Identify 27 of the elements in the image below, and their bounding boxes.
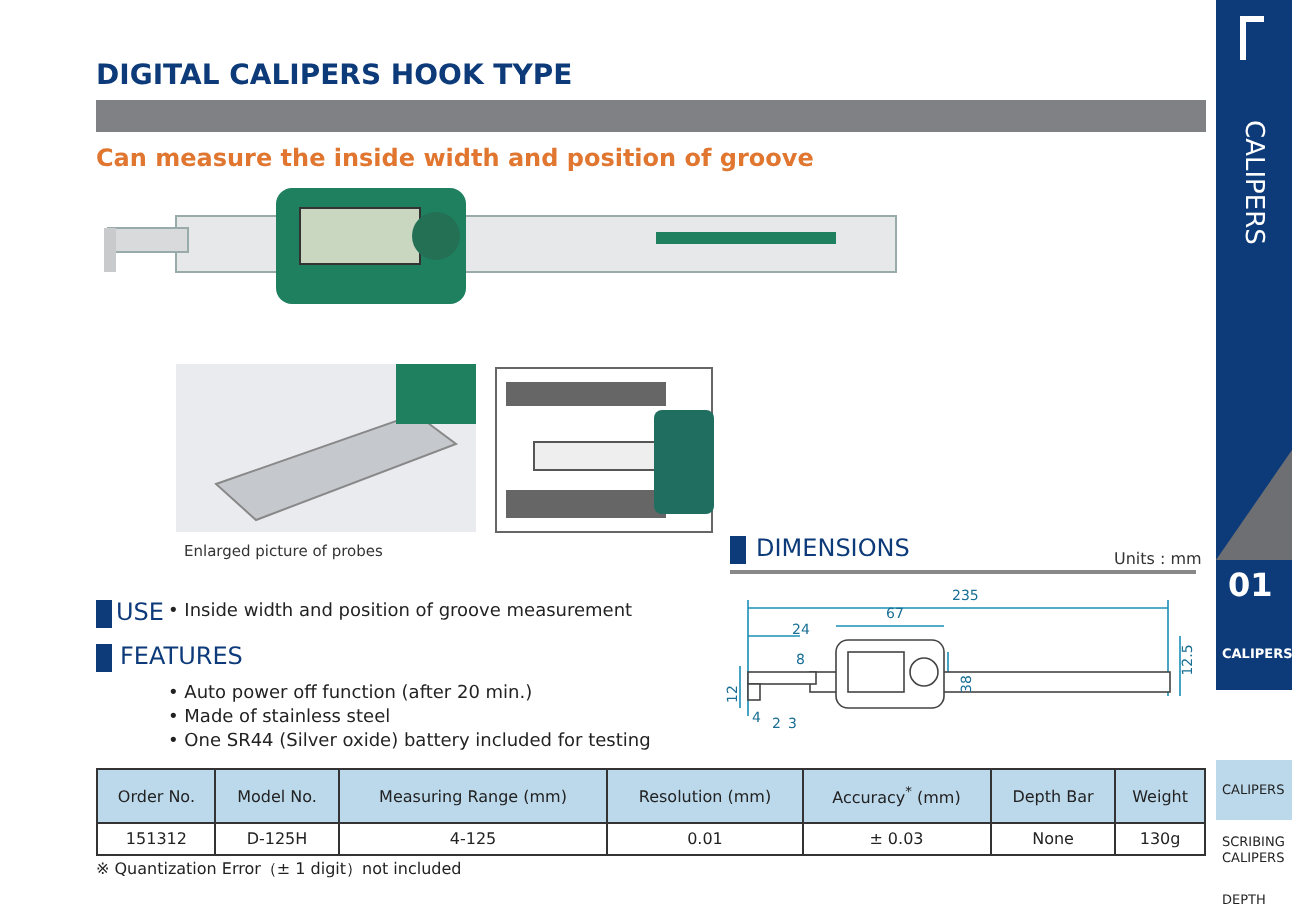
- footnote: ※ Quantization Error（± 1 digit）not included: [96, 858, 462, 880]
- subtitle: Can measure the inside width and position of groove: [96, 144, 814, 172]
- tab-title: CALIPERS: [1238, 120, 1268, 245]
- chapter-number: 01: [1228, 566, 1273, 604]
- table-cell: 4-125: [338, 823, 608, 855]
- table-cell: 151312: [97, 823, 216, 855]
- table-header-cell: Weight: [1115, 769, 1205, 823]
- table-header-cell: Accuracy$^{*}$ (mm): [802, 769, 991, 823]
- bullet-text: • Auto power off function (after 20 min.): [168, 684, 533, 704]
- table-header-cell: Measuring Range (mm): [338, 769, 608, 823]
- bullet-text: • Inside width and position of groove measurement: [168, 602, 633, 622]
- bullet-text: • One SR44 (Silver oxide) battery included for testing: [168, 732, 651, 752]
- table-header-cell: Resolution (mm): [607, 769, 803, 823]
- units-note: Units : mm: [1114, 550, 1202, 568]
- section-heading: USE: [116, 598, 164, 626]
- table-cell: 130g: [1115, 823, 1205, 855]
- page-title: DIGITAL CALIPERS HOOK TYPE: [96, 60, 573, 92]
- table-header-cell: Depth Bar: [990, 769, 1116, 823]
- section-heading: DIMENSIONS: [756, 534, 910, 562]
- table-cell: ± 0.03: [802, 823, 991, 855]
- section-heading: FEATURES: [120, 642, 243, 670]
- table-cell: 0.01: [607, 823, 803, 855]
- table-header-cell: Model No.: [215, 769, 339, 823]
- table-cell: None: [990, 823, 1116, 855]
- bullet-text: • Made of stainless steel: [168, 708, 391, 728]
- table-header-cell: Order No.: [97, 769, 216, 823]
- table-cell: D-125H: [215, 823, 339, 855]
